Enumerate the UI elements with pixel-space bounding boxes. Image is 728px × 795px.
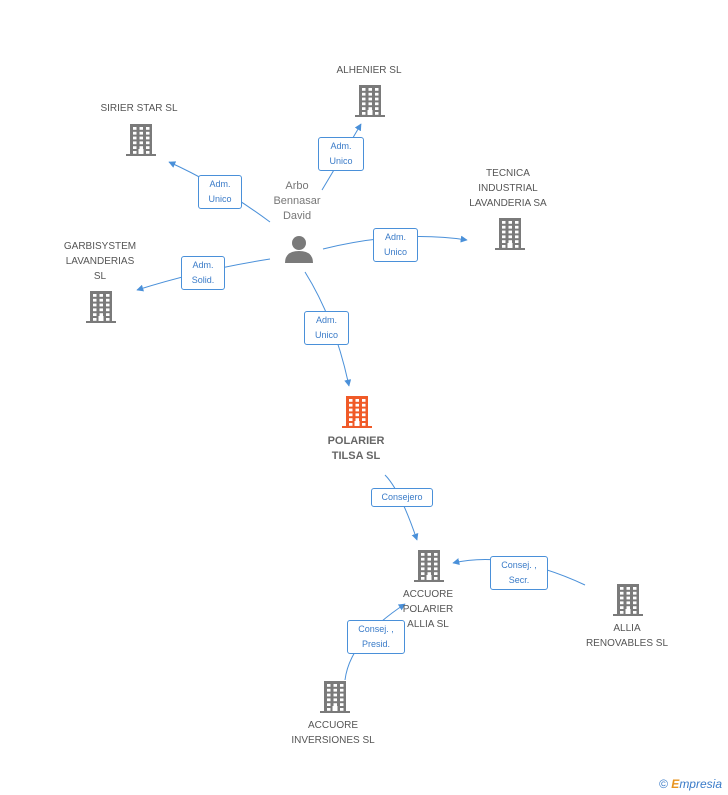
building-icon[interactable] (355, 85, 385, 117)
building-icon[interactable] (414, 550, 444, 582)
edge-label-sirier: Adm. Unico (198, 175, 242, 209)
node-label-accuore-polarier[interactable]: ACCUORE POLARIER ALLIA SL (402, 589, 454, 630)
building-icon[interactable] (342, 396, 372, 428)
building-icon[interactable] (86, 291, 116, 323)
node-label-arbo[interactable]: Arbo Bennasar David (273, 180, 321, 222)
edge-label-garbisystem: Adm. Solid. (181, 256, 225, 290)
node-label-allia[interactable]: ALLIA RENOVABLES SL (585, 623, 669, 649)
edge-label-consejero: Consejero (371, 488, 433, 507)
edge-label-polarier: Adm. Unico (304, 311, 349, 345)
node-label-polarier[interactable]: POLARIER TILSA SL (327, 435, 385, 462)
person-icon[interactable] (285, 236, 313, 263)
empresia-logo: © Empresia (659, 777, 722, 791)
node-label-tecnica[interactable]: TECNICA INDUSTRIAL LAVANDERIA SA (469, 168, 547, 209)
node-label-sirier[interactable]: SIRIER STAR SL (100, 103, 178, 114)
building-icon[interactable] (613, 584, 643, 616)
edge-label-accuore-inv: Consej. , Presid. (347, 620, 405, 654)
node-label-accuore-inv[interactable]: ACCUORE INVERSIONES SL (291, 720, 375, 746)
node-label-alhenier[interactable]: ALHENIER SL (336, 65, 402, 76)
edge-label-allia: Consej. , Secr. (490, 556, 548, 590)
copyright-icon: © (659, 777, 668, 791)
building-icon[interactable] (320, 681, 350, 713)
node-label-garbisystem[interactable]: GARBISYSTEM LAVANDERIAS SL (63, 241, 137, 282)
building-icon[interactable] (126, 124, 156, 156)
edge-label-alhenier: Adm. Unico (318, 137, 364, 171)
edge-polarier-accuore (384, 474, 419, 541)
building-icon[interactable] (495, 218, 525, 250)
edge-label-tecnica: Adm. Unico (373, 228, 418, 262)
